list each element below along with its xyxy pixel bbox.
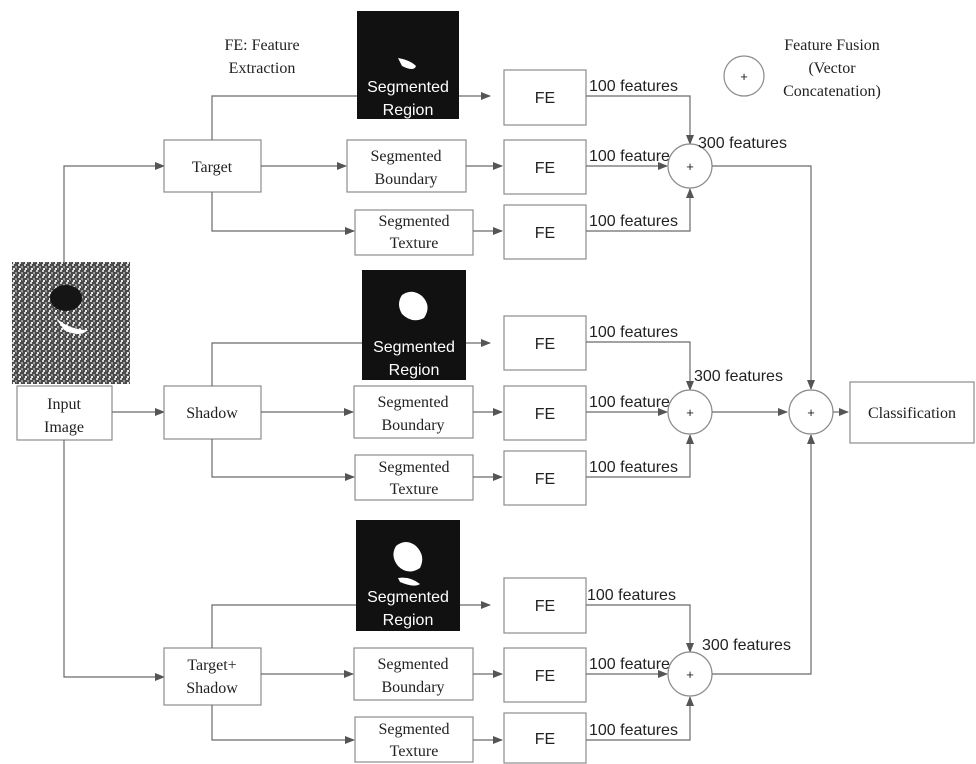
input-sar-image: [12, 262, 130, 384]
arrow-input-targetshadow: [63, 440, 165, 681]
target-fe-boundary: [503, 139, 587, 195]
arrow-targetshadow-texture: [211, 705, 355, 744]
arrow-target-fe1-fusion: [586, 95, 694, 145]
targetshadow-features-3: 100 features: [589, 722, 678, 739]
classification-box: [849, 381, 975, 444]
targetshadow-region-panel: [356, 520, 460, 631]
target-label: Target: [192, 159, 233, 176]
shadow-fe-texture: [503, 450, 587, 506]
shadow-texture-line2: Texture: [390, 481, 439, 498]
target-boundary-line2: Boundary: [374, 171, 437, 188]
legend-fusion-plus: +: [740, 69, 748, 84]
target-features-3: 100 features: [589, 213, 678, 230]
target-region-line2: Region: [383, 102, 434, 119]
targetshadow-region-line1: Segmented: [367, 589, 449, 606]
arrow-shadow-texture: [211, 439, 355, 481]
shadow-box: [163, 385, 262, 440]
arrow-targetshadow-fe1-fusion: [586, 604, 694, 653]
arrow-targetshadow-fe3-fusion: [586, 696, 694, 741]
shadow-features-2: 100 features: [589, 394, 678, 411]
target-fe-region-label: FE: [535, 90, 555, 107]
legend-fusion-line1: Feature Fusion: [784, 37, 880, 54]
shadow-fused-label: 300 features: [694, 368, 783, 385]
targetshadow-features-2: 100 features: [589, 656, 678, 673]
arrow-target-fe3-fusion: [586, 188, 694, 232]
classification-label: Classification: [868, 405, 956, 422]
target-fe-boundary-label: FE: [535, 160, 555, 177]
target-region-line1: Segmented: [367, 79, 449, 96]
legend-fe-line2: Extraction: [229, 60, 296, 77]
shadow-fe-boundary: [503, 385, 587, 441]
targetshadow-fe-boundary: [503, 647, 587, 703]
target-texture-line2: Texture: [390, 235, 439, 252]
shadow-fe-region: [503, 315, 587, 371]
targetshadow-texture-box: [354, 716, 474, 763]
shadow-fe-region-label: FE: [535, 336, 555, 353]
targetshadow-boundary-box: [353, 647, 474, 701]
target-boundary-box: [346, 139, 467, 193]
shadow-region-line1: Segmented: [373, 339, 455, 356]
targetshadow-fe-region-label: FE: [535, 598, 555, 615]
targetshadow-label-line1: Target+: [187, 657, 236, 674]
arrow-target-fusion-final: [712, 165, 815, 390]
shadow-boundary-line1: Segmented: [377, 394, 448, 411]
targetshadow-region-line2: Region: [383, 612, 434, 629]
target-texture-line1: Segmented: [378, 213, 449, 230]
shadow-fusion-plus: +: [686, 405, 694, 420]
target-fused-label: 300 features: [698, 135, 787, 152]
arrow-target-texture: [211, 192, 355, 235]
targetshadow-texture-line1: Segmented: [378, 721, 449, 738]
targetshadow-texture-line2: Texture: [390, 743, 439, 760]
shadow-features-3: 100 features: [589, 459, 678, 476]
shadow-region-line2: Region: [389, 362, 440, 379]
targetshadow-boundary-line1: Segmented: [377, 656, 448, 673]
target-features-1: 100 features: [589, 78, 678, 95]
target-fe-texture: [503, 204, 587, 260]
target-region-panel: [357, 11, 459, 119]
shadow-boundary-line2: Boundary: [381, 417, 444, 434]
arrow-input-target: [63, 162, 165, 262]
legend-fusion-symbol: [723, 55, 765, 97]
target-fe-region: [503, 69, 587, 126]
arrow-targetshadow-fusion-final: [712, 434, 815, 675]
shadow-fe-texture-label: FE: [535, 471, 555, 488]
target-features-2: 100 features: [589, 148, 678, 165]
input-image-box: [16, 385, 113, 441]
targetshadow-boundary-line2: Boundary: [381, 679, 444, 696]
shadow-label: Shadow: [186, 405, 238, 422]
arrow-shadow-fe1-fusion: [586, 341, 694, 391]
legend-fe-line1: FE: Feature: [224, 37, 299, 54]
shadow-features-1: 100 features: [589, 324, 678, 341]
input-line1: Input: [47, 396, 81, 413]
targetshadow-fusion-plus: +: [686, 667, 694, 682]
final-fusion-plus: +: [807, 405, 815, 420]
shadow-texture-box: [354, 454, 474, 501]
targetshadow-fe-boundary-label: FE: [535, 668, 555, 685]
shadow-region-panel: [362, 270, 466, 380]
legend-fusion-line3: Concatenation): [783, 83, 881, 100]
targetshadow-fe-region: [503, 577, 587, 634]
shadow-fe-boundary-label: FE: [535, 406, 555, 423]
targetshadow-fused-label: 300 features: [702, 637, 791, 654]
targetshadow-features-1: 100 features: [587, 587, 676, 604]
target-boundary-line1: Segmented: [370, 148, 441, 165]
targetshadow-fe-texture: [503, 712, 587, 764]
target-fusion-plus: +: [686, 159, 694, 174]
target-texture-box: [354, 209, 474, 256]
shadow-texture-line1: Segmented: [378, 459, 449, 476]
arrow-shadow-fe3-fusion: [586, 434, 694, 478]
input-line2: Image: [44, 419, 84, 436]
target-fe-texture-label: FE: [535, 225, 555, 242]
legend-fusion-line2: (Vector: [808, 60, 856, 77]
targetshadow-fe-texture-label: FE: [535, 731, 555, 748]
shadow-boundary-box: [353, 385, 474, 439]
targetshadow-label-line2: Shadow: [186, 680, 238, 697]
